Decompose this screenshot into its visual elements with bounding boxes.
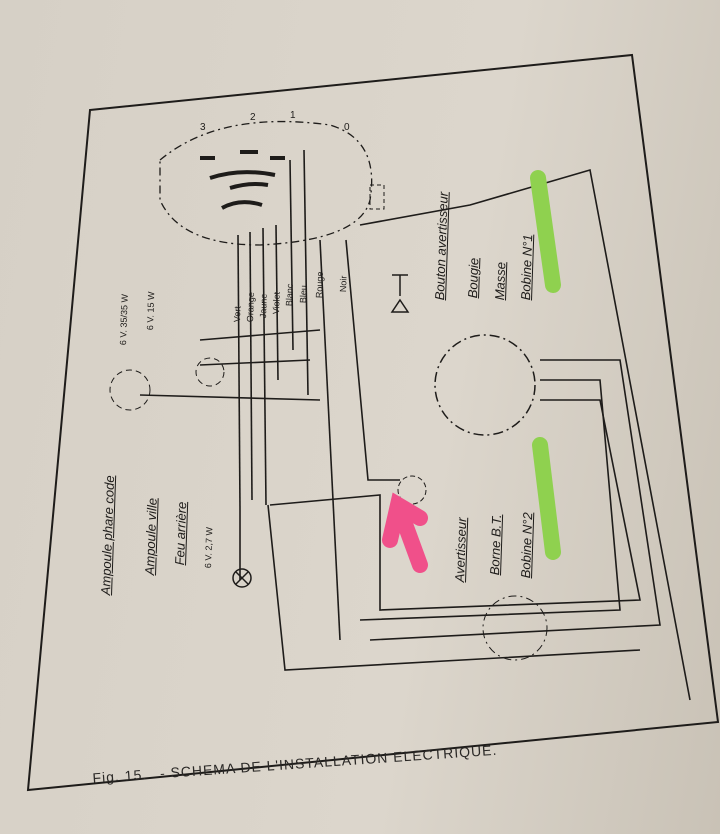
switch-position-1: 1 — [290, 110, 296, 121]
borne-bt-symbol — [482, 595, 548, 661]
green-highlight-2 — [532, 437, 561, 560]
lamp-phare-code-symbol — [109, 369, 151, 411]
rating-ville: 6 V. 15 W — [145, 291, 157, 331]
lamp-ville-symbol — [195, 357, 225, 387]
rating-phare: 6 V. 35/35 W — [118, 293, 130, 346]
label-bobine-2: Bobine N°2 — [518, 512, 536, 579]
switch-position-3: 3 — [200, 122, 206, 133]
wire-label-bleu: Bleu — [298, 284, 309, 304]
label-avertisseur: Avertisseur — [452, 517, 470, 583]
harness-wires — [139, 149, 691, 701]
green-highlight-1 — [530, 170, 561, 293]
label-bobine-1: Bobine N°1 — [518, 234, 536, 301]
rating-feu: 6 V. 2,7 W — [203, 526, 215, 569]
label-feu-arriere: Feu arrière — [172, 501, 190, 566]
switch-position-0: 0 — [344, 122, 350, 133]
pink-arrow-annotation — [382, 492, 428, 573]
switch-outline — [159, 120, 373, 246]
horn-button-symbol — [369, 184, 385, 210]
horn-symbol — [397, 475, 427, 505]
label-borne-bt: Borne B.T. — [487, 514, 505, 576]
label-bougie: Bougie — [465, 257, 482, 299]
tail-lamp-symbol — [232, 568, 252, 588]
wire-label-blanc: Blanc — [284, 283, 295, 307]
spark-plug-symbol — [390, 274, 410, 313]
magneto-symbol — [434, 334, 536, 436]
label-masse: Masse — [492, 261, 509, 301]
wire-label-rouge: Rouge — [314, 271, 325, 299]
wire-label-vert: Vert — [232, 305, 243, 323]
switch-contacts — [200, 150, 285, 210]
wire-label-violet: Violet — [271, 291, 282, 315]
wire-label-jaune: Jaune — [258, 293, 269, 319]
wire-label-orange: Orange — [245, 291, 257, 323]
wire-label-noir: Noir — [338, 275, 349, 293]
label-ampoule-ville: Ampoule ville — [142, 497, 160, 576]
diagram-border — [26, 53, 720, 792]
switch-position-2: 2 — [250, 112, 256, 123]
